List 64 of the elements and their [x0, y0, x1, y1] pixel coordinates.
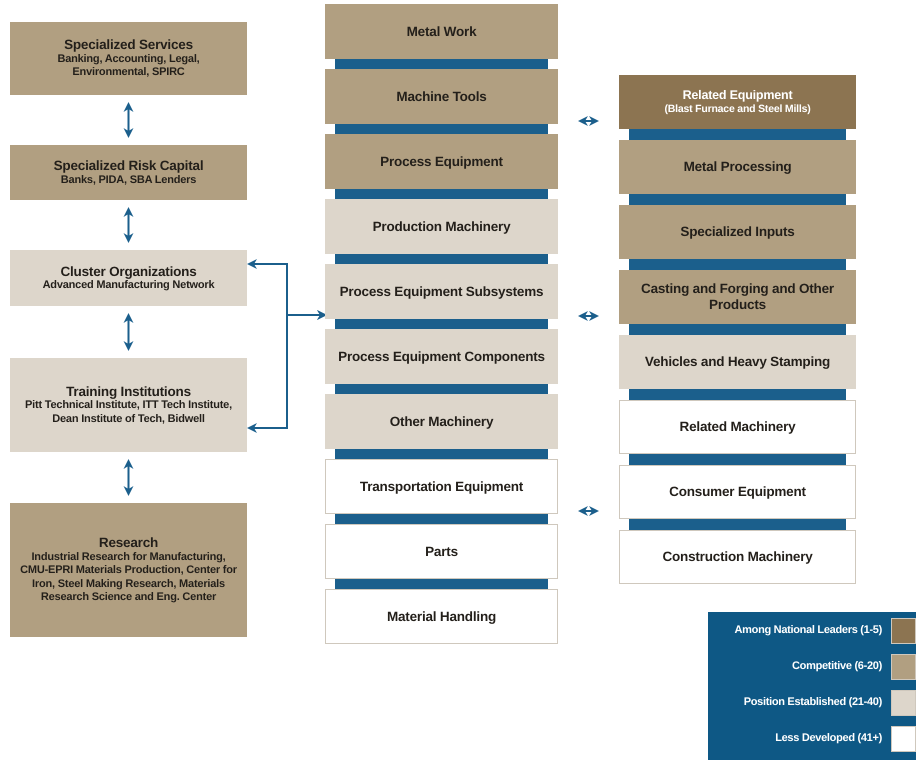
industry-box: [325, 394, 558, 449]
box-title: Specialized Inputs: [680, 224, 795, 240]
double-arrow: [578, 506, 599, 516]
box-subtitle: Banks, PIDA, SBA Lenders: [60, 174, 196, 187]
box-title: Transportation Equipment: [360, 478, 524, 494]
industry-box: [619, 400, 856, 454]
resource-box: [10, 145, 247, 200]
box-title: Casting and Forging and Other Products: [640, 281, 835, 313]
box-title: Production Machinery: [372, 218, 510, 234]
industry-box: [619, 465, 856, 519]
box-title: Construction Machinery: [662, 549, 813, 565]
legend-label: Less Developed (41+): [775, 732, 882, 744]
industry-box: [325, 134, 558, 189]
box-title: Consumer Equipment: [669, 484, 806, 500]
resource-box: [10, 503, 247, 637]
double-arrow: [578, 311, 599, 321]
industry-box: [619, 75, 856, 129]
box-title: Metal Processing: [684, 159, 792, 175]
box-title: Metal Work: [406, 24, 476, 40]
industry-box: [619, 530, 856, 584]
industry-box: [325, 199, 558, 254]
industry-box: [325, 329, 558, 384]
industry-box: [325, 69, 558, 124]
industry-box: [619, 205, 856, 259]
double-arrow: [124, 313, 134, 351]
box-subtitle: Industrial Research for Manufacturing, CMU-EPRI Materials Production, Center for Iron, Steel Making Research, Materials Research Science and Eng. Center: [20, 550, 237, 605]
double-arrow: [247, 310, 327, 433]
box-title: Process Equipment: [380, 154, 503, 170]
box-title: Training Institutions: [66, 384, 191, 400]
double-arrow: [124, 102, 134, 138]
double-arrow: [124, 207, 134, 243]
industry-box: [619, 335, 856, 389]
box-title: Cluster Organizations: [60, 264, 197, 280]
box-subtitle: Banking, Accounting, Legal, Environmental, SPIRC: [56, 52, 201, 80]
resource-box: [10, 250, 247, 306]
industry-box: [619, 270, 856, 324]
industry-box: [325, 589, 558, 644]
box-title: Material Handling: [386, 608, 496, 624]
box-title: Process Equipment Subsystems: [340, 284, 544, 300]
box-title: Parts: [425, 544, 458, 560]
industry-box: [325, 524, 558, 579]
resource-box: [10, 22, 247, 95]
double-arrow: [124, 459, 134, 496]
box-title: Research: [98, 535, 158, 551]
industry-box: [619, 140, 856, 194]
box-title: Related Equipment: [682, 88, 792, 103]
industry-box: [325, 459, 558, 514]
legend-label: Position Established (21-40): [744, 696, 882, 708]
legend-label: Among National Leaders (1-5): [734, 624, 882, 636]
box-title: Process Equipment Components: [338, 348, 545, 364]
box-title: Other Machinery: [390, 414, 494, 430]
double-arrow: [578, 116, 599, 126]
legend-label: Competitive (6-20): [792, 660, 882, 672]
box-title: Specialized Services: [64, 37, 193, 53]
resource-box: [10, 358, 247, 452]
box-title: Specialized Risk Capital: [54, 158, 204, 174]
box-title: Machine Tools: [396, 88, 487, 104]
industry-box: [325, 264, 558, 319]
box-title: Related Machinery: [680, 419, 796, 435]
box-title: Vehicles and Heavy Stamping: [644, 354, 830, 370]
box-subtitle: (Blast Furnace and Steel Mills): [664, 102, 811, 116]
box-subtitle: Advanced Manufacturing Network: [42, 279, 214, 292]
box-subtitle: Pitt Technical Institute, ITT Tech Institute, Dean Institute of Tech, Bidwell: [24, 399, 233, 426]
industry-box: [325, 4, 558, 59]
